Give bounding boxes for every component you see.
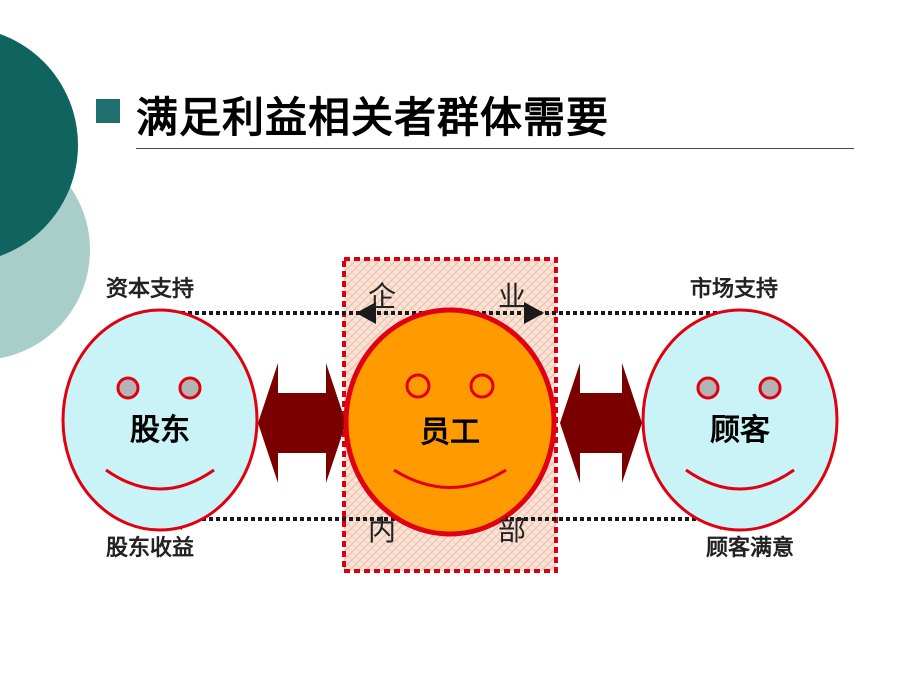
enterprise-char-2: 业 — [498, 280, 526, 313]
double-arrow-left — [258, 363, 346, 483]
face-customers — [641, 308, 839, 532]
face-employees — [343, 307, 557, 537]
label-capital-support: 资本支持 — [106, 277, 194, 302]
label-employees: 员工 — [420, 415, 480, 450]
decor-circle-dark — [0, 34, 78, 256]
decorative-circles — [0, 34, 90, 359]
double-arrow-right — [560, 363, 642, 483]
title-divider — [136, 148, 854, 149]
enterprise-char-3: 内 — [368, 514, 396, 547]
label-shareholder-returns: 股东收益 — [106, 535, 194, 561]
label-customer-satisfaction: 顾客满意 — [706, 535, 794, 561]
title-bullet — [96, 99, 120, 123]
enterprise-char-4: 部 — [498, 514, 526, 547]
enterprise-char-1: 企 — [368, 280, 396, 313]
arrowhead-top-right — [524, 302, 544, 324]
arrowhead-top-left — [356, 302, 376, 324]
label-customers: 顾客 — [710, 413, 770, 448]
label-market-support: 市场支持 — [690, 276, 778, 302]
label-shareholders: 股东 — [130, 413, 190, 448]
face-shareholders — [61, 308, 259, 532]
slide-title: 满足利益相关者群体需要 — [136, 93, 610, 142]
